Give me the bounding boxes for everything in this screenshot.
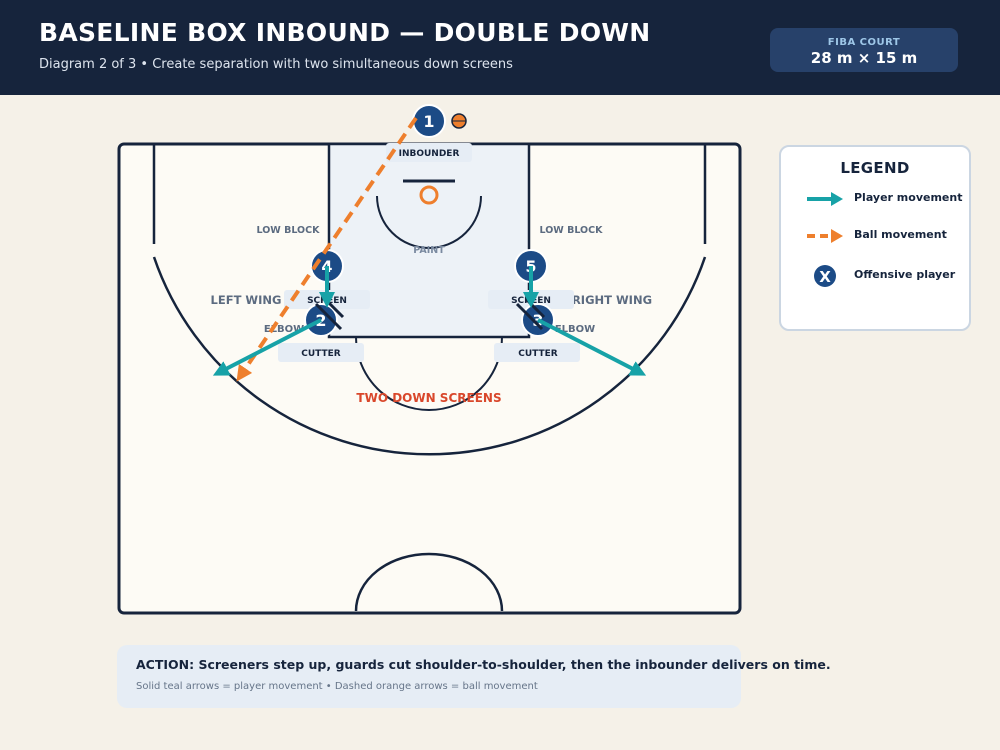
role-tag-cutter-right: CUTTER (518, 349, 558, 359)
ball-movement-arrow (236, 116, 418, 382)
free-throw-circle (355, 336, 503, 411)
role-tag-bg-cutter-left (278, 343, 364, 362)
action-note: Solid teal arrows = player movement • Da… (136, 681, 538, 692)
legend-item-player-movement: Player movement (781, 187, 969, 211)
rim (419, 185, 439, 205)
court-badge-value: 28 m × 15 m (810, 49, 918, 67)
movement-arrow-3-cut (537, 318, 647, 376)
role-tag-bg-cutter-right (494, 343, 580, 362)
movement-arrow-2-cut (212, 318, 322, 376)
action-callout: ACTION: Screeners step up, guards cut sh… (117, 645, 831, 708)
legend-panel: LEGEND Player movement Ball movement X O… (779, 145, 971, 331)
low-block-left-label: LOW BLOCK (257, 225, 321, 236)
legend-label-offensive-player: Offensive player (854, 268, 956, 281)
court-size-badge: FIBA COURT 28 m × 15 m (770, 28, 958, 72)
legend-item-offensive-player: X Offensive player (781, 264, 969, 288)
restricted-area-arc (376, 195, 482, 249)
diagram-subtitle: Diagram 2 of 3 • Create separation with … (39, 57, 513, 72)
player-1-number: 1 (423, 112, 434, 131)
legend-label-ball-movement: Ball movement (854, 228, 947, 241)
player-x-icon: X (814, 265, 836, 287)
action-text: ACTION: Screeners step up, guards cut sh… (136, 657, 831, 672)
player-1: 1 (412, 104, 446, 138)
role-tag-inbounder: INBOUNDER (399, 149, 460, 159)
basketball-icon (451, 113, 467, 129)
paint-label: PAINT (413, 245, 445, 256)
elbow-left-label: ELBOW (264, 324, 304, 335)
role-tag-bg-inbounder (386, 143, 472, 162)
three-point-arc (152, 256, 707, 456)
legend-label-player-movement: Player movement (854, 191, 963, 204)
legend-item-ball-movement: Ball movement (781, 224, 969, 248)
screen-symbol-left (314, 302, 343, 331)
elbow-right-label: ELBOW (555, 324, 595, 335)
legend-player-symbol: X (819, 268, 831, 286)
orange-dashed-arrow-icon (807, 229, 843, 243)
diagram-title: BASELINE BOX INBOUND — DOUBLE DOWN (39, 18, 651, 47)
center-note: TWO DOWN SCREENS (356, 391, 501, 405)
left-wing-label: LEFT WING (211, 293, 282, 307)
header-bar: BASELINE BOX INBOUND — DOUBLE DOWN Diagr… (0, 0, 1000, 95)
low-block-right-label: LOW BLOCK (540, 225, 604, 236)
center-circle (354, 552, 504, 612)
court-badge-label: FIBA COURT (827, 37, 901, 48)
role-tag-cutter-left: CUTTER (301, 349, 341, 359)
teal-arrow-icon (807, 192, 843, 206)
legend-title: LEGEND (840, 159, 910, 177)
screen-symbol-right (515, 302, 544, 331)
right-wing-label: RIGHT WING (572, 293, 652, 307)
